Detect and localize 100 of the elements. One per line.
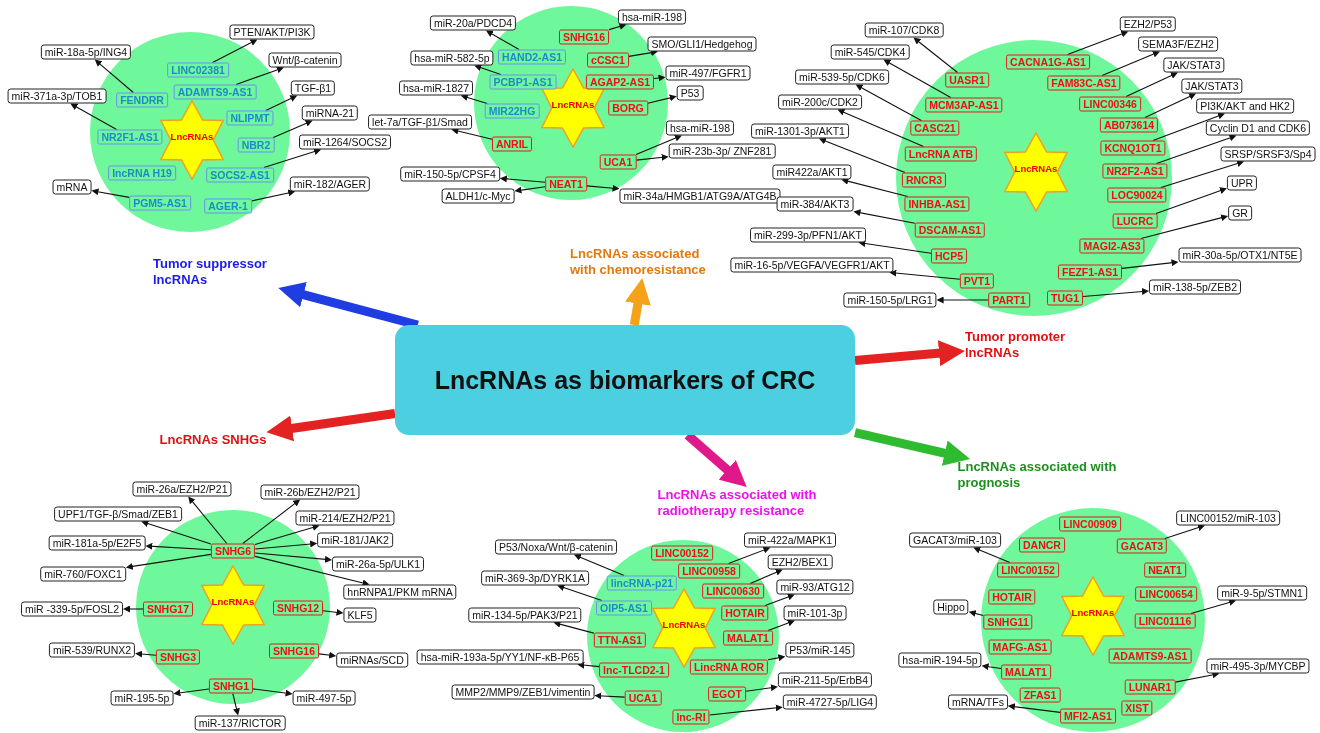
lncrna-box: MALAT1 [723,630,773,646]
target-box: SMO/GLI1/Hedgehog [647,36,757,52]
arrow [647,94,677,104]
lncrna-box: SNHG6 [210,543,256,559]
lncrna-box: LINC00630 [702,583,764,599]
arrow [460,94,488,105]
arrow [123,605,144,613]
lncrna-box: UCA1 [624,690,662,706]
arrow [653,74,666,82]
lncrna-box: XIST [1121,700,1153,716]
arrow [318,651,337,659]
arrow [709,704,783,716]
lncrna-box: cCSC1 [587,52,629,68]
arrow [173,688,210,697]
arrow [242,499,301,545]
lncrna-box: UCA1 [599,154,637,170]
arrow [212,39,258,64]
star-label: LncRNAs [170,130,214,142]
block-arrow [625,278,651,326]
lncrna-box: HOTAIR [721,605,769,621]
lncrna-box: BORG [608,100,648,116]
target-box: miR-26b/EZH2/P21 [260,484,360,500]
target-box: miR-200c/CDK2 [778,94,862,110]
arrow [254,552,332,563]
star-label: LncRNAs [1071,606,1115,618]
target-box: Cyclin D1 and CDK6 [1205,120,1311,136]
star-label: LncRNAs [662,618,706,630]
target-box: miR-384/AKT3 [776,196,854,212]
arrow [188,496,228,545]
arrow [91,188,130,198]
arrow [855,84,922,122]
lncrna-box: MALAT1 [1001,664,1051,680]
target-box: JAK/STAT3 [1163,57,1225,73]
lncrna-box: DSCAM-AS1 [914,222,986,238]
arrow [1160,160,1245,189]
arrow [125,553,212,570]
lncrna-box: UASR1 [945,72,989,88]
target-box: miR-211-5p/ErbB4 [777,672,873,688]
arrow [1067,30,1129,56]
target-box: P53/Noxa/Wnt/β-catenin [495,539,617,555]
lncrna-box: PVT1 [959,273,995,289]
target-box: miR-1264/SOCS2 [299,134,391,150]
star-shape [1001,132,1071,212]
lncrna-box: INHBA-AS1 [904,196,970,212]
arrow [973,546,1011,564]
target-box: miR-34a/HMGB1/ATG9A/ATG4B [619,188,781,204]
lncrna-box: lincRNA-p21 [606,575,678,591]
target-box: hsa-miR-1827 [399,80,473,96]
arrow [1007,703,1061,713]
lncrna-box: ADAMTS9-AS1 [1108,648,1192,664]
lncrna-box: NBR2 [237,137,275,153]
lncrna-box: LUNAR1 [1124,679,1176,695]
target-box: GACAT3/miR-103 [909,532,1001,548]
target-box: miR-369-3p/DYRK1A [481,570,589,586]
arrow [514,186,546,194]
lncrna-box: EGOT [708,686,746,702]
lncrna-box: KCNQ1OT1 [1100,140,1166,156]
target-box: miR-138-5p/ZEB2 [1149,279,1241,295]
target-box: miR-9-5p/STMN1 [1217,585,1307,601]
target-box: miR-181/JAK2 [317,532,393,548]
arrow [553,620,595,634]
target-box: miR-539/RUNX2 [48,642,136,658]
lncrna-box: LINC00152 [651,545,713,561]
target-box: miR-497-5p [292,690,356,706]
target-box: hsa-miR-198 [617,9,687,25]
target-box: TGF-β1 [290,80,336,96]
arrow [628,49,658,57]
title-box: LncRNAs as biomarkers of CRC [395,325,855,435]
arrow [837,109,925,148]
target-box: UPR [1226,175,1258,191]
lncrna-box: SNHG11 [983,614,1033,630]
lncrna-box: AB073614 [1099,117,1159,133]
lncrna-box: PCBP1-AS1 [489,74,557,90]
target-box: miR-18a-5p/ING4 [40,44,132,60]
target-box: miR-182/AGER [289,176,371,192]
lncrna-box: SNHG3 [155,649,201,665]
category-label: LncRNAs associated with radiotherapy resistance [657,487,873,519]
arrow [265,95,298,112]
target-box: hsa-miR-198 [665,120,735,136]
arrow [235,66,284,86]
lncrna-box: SNHG16 [559,29,609,45]
target-box: miR-150-5p/LRG1 [843,292,937,308]
arrow [1164,524,1205,540]
arrow [728,546,771,565]
arrow [145,542,212,551]
target-box: hsa-miR-194-5p [898,652,982,668]
lncrna-box: OIP5-AS1 [596,600,652,616]
category-label: LncRNAs associated with prognosis [957,459,1123,491]
target-box: miR-26a/EZH2/P21 [132,481,232,497]
lncrna-box: LINC01116 [1134,613,1196,629]
lncrna-box: HOTAIR [988,589,1036,605]
target-box: miR-760/FOXC1 [40,566,126,582]
lncrna-box: TUG1 [1047,290,1083,306]
arrow [557,584,603,602]
target-box: miR-30a-5p/OTX1/NT5E [1178,247,1302,263]
arrow [135,650,157,658]
lncrna-box: LUCRC [1112,213,1158,229]
arrow [608,23,627,31]
arrow [1144,93,1197,119]
lncrna-box: MCM3AP-AS1 [925,97,1003,113]
